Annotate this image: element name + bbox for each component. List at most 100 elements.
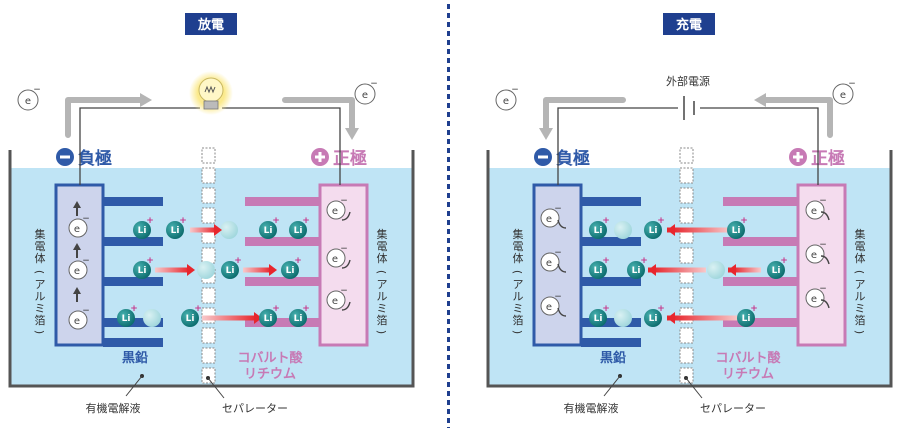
electron-charge: −: [848, 79, 856, 89]
collector-char: (: [375, 270, 388, 274]
circuit-electron: e−: [354, 79, 378, 105]
collector-char: 集: [377, 227, 388, 241]
lithium-symbol: Li: [264, 226, 273, 236]
lithium-ion: Li+: [589, 256, 610, 279]
electron-symbol: e: [811, 294, 817, 305]
electron: e−: [326, 196, 351, 221]
panel-title-text: 充電: [676, 17, 702, 33]
electron-circle: [805, 200, 825, 220]
electron-circle: [68, 260, 88, 280]
panel-divider-dot: [447, 49, 450, 54]
lithium-symbol: Li: [122, 314, 131, 324]
lithium-ion: Li+: [259, 304, 280, 327]
electron-circle: [326, 248, 346, 268]
cobalt-layer: [245, 277, 320, 286]
arrow-shaft: [734, 267, 761, 273]
panel-divider-dot: [447, 13, 450, 18]
electrolyte-label: 有機電解液: [564, 401, 619, 415]
separator-segment: [201, 187, 216, 204]
ion-flow-arrow: [202, 312, 262, 324]
lithium-symbol: Li: [594, 226, 603, 236]
collector-char: 箔: [513, 313, 524, 327]
lithium-ion: Li+: [281, 256, 302, 279]
collector-char: ル: [855, 290, 866, 303]
arrow-shaft: [673, 227, 730, 233]
panel-divider-dot: [447, 40, 450, 45]
collector-label: 集電体: [513, 227, 524, 265]
electron-symbol: e: [332, 254, 338, 265]
separator-segment: [201, 167, 216, 184]
collector-label: 集電体: [35, 227, 46, 265]
panel-divider-dot: [447, 382, 450, 387]
lithium-symbol: Li: [294, 226, 303, 236]
electron-circle: [68, 218, 88, 238]
electron-circle: [495, 89, 517, 111]
collector-char: ): [511, 330, 524, 334]
electron-circle: [805, 244, 825, 264]
panel-divider-dot: [447, 211, 450, 216]
collector-char: 体: [513, 251, 524, 265]
graphite-layer: [581, 277, 641, 286]
panel-divider-dot: [447, 238, 450, 243]
separator-label: セパレーター: [222, 402, 288, 415]
lithium-ion: Li+: [289, 304, 310, 327]
graphite-layer: [103, 338, 163, 347]
panel-divider-dot: [447, 310, 450, 315]
electron-charge: −: [340, 244, 348, 254]
electron-circle: [540, 252, 560, 272]
electron-symbol: e: [74, 316, 80, 327]
electron-charge: −: [819, 196, 827, 206]
ion-flow-arrow: [190, 224, 222, 236]
gray-arrow-head: [345, 128, 359, 140]
collector-char: ア: [855, 278, 866, 291]
lithium-charge: +: [179, 216, 187, 226]
lithium-circle: [589, 309, 607, 327]
circuit-electron: e−: [17, 85, 41, 111]
collector-char: (: [511, 270, 524, 274]
collector-char: 集: [855, 227, 866, 241]
electron: e−: [540, 248, 567, 273]
cobalt-layer: [245, 318, 320, 327]
lithium-symbol: Li: [138, 226, 147, 236]
electron-charge: −: [33, 85, 41, 95]
collector-char: ル: [377, 290, 388, 303]
container-wall: [8, 150, 415, 388]
lithium-ion: Li+: [767, 256, 788, 279]
lithium-symbol: Li: [649, 314, 658, 324]
panel-divider-dot: [447, 256, 450, 261]
positive-material-line1: コバルト酸: [715, 350, 781, 366]
panel-divider-dot: [447, 67, 450, 72]
light-bulb-icon: [189, 71, 233, 115]
arrow-head: [254, 312, 262, 324]
electron-motion-arrow: [557, 307, 567, 317]
lithium-circle: [589, 221, 607, 239]
collector-char: ル: [35, 290, 46, 303]
lithium-ion: Li+: [133, 216, 154, 239]
lithium-charge: +: [602, 304, 610, 314]
electron-charge: −: [340, 196, 348, 206]
panel-divider-dot: [447, 139, 450, 144]
lithium-ghost: [220, 221, 238, 239]
electron: e−: [68, 306, 90, 330]
electron-symbol: e: [546, 302, 552, 313]
collector-char: (: [33, 270, 46, 274]
panel-title: 充電: [663, 13, 715, 35]
lithium-charge: +: [146, 256, 154, 266]
lithium-ghost: [707, 261, 725, 279]
ion-flow-arrow: [243, 264, 277, 276]
lithium-circle: [289, 221, 307, 239]
lithium-charge: +: [302, 216, 310, 226]
circuit-electron: e−: [832, 79, 856, 105]
electron-symbol: e: [332, 296, 338, 307]
electron-symbol: e: [74, 266, 80, 277]
electron-circle: [540, 208, 560, 228]
collector-char: ミ: [513, 302, 524, 315]
cobalt-layer: [245, 237, 320, 246]
lithium-symbol: Li: [742, 314, 751, 324]
circuit-wire-right: [222, 107, 341, 185]
collector-char: 箔: [377, 313, 388, 327]
lithium-circle: [644, 309, 662, 327]
electron-charge: −: [82, 306, 90, 316]
arrow-head: [667, 224, 675, 236]
